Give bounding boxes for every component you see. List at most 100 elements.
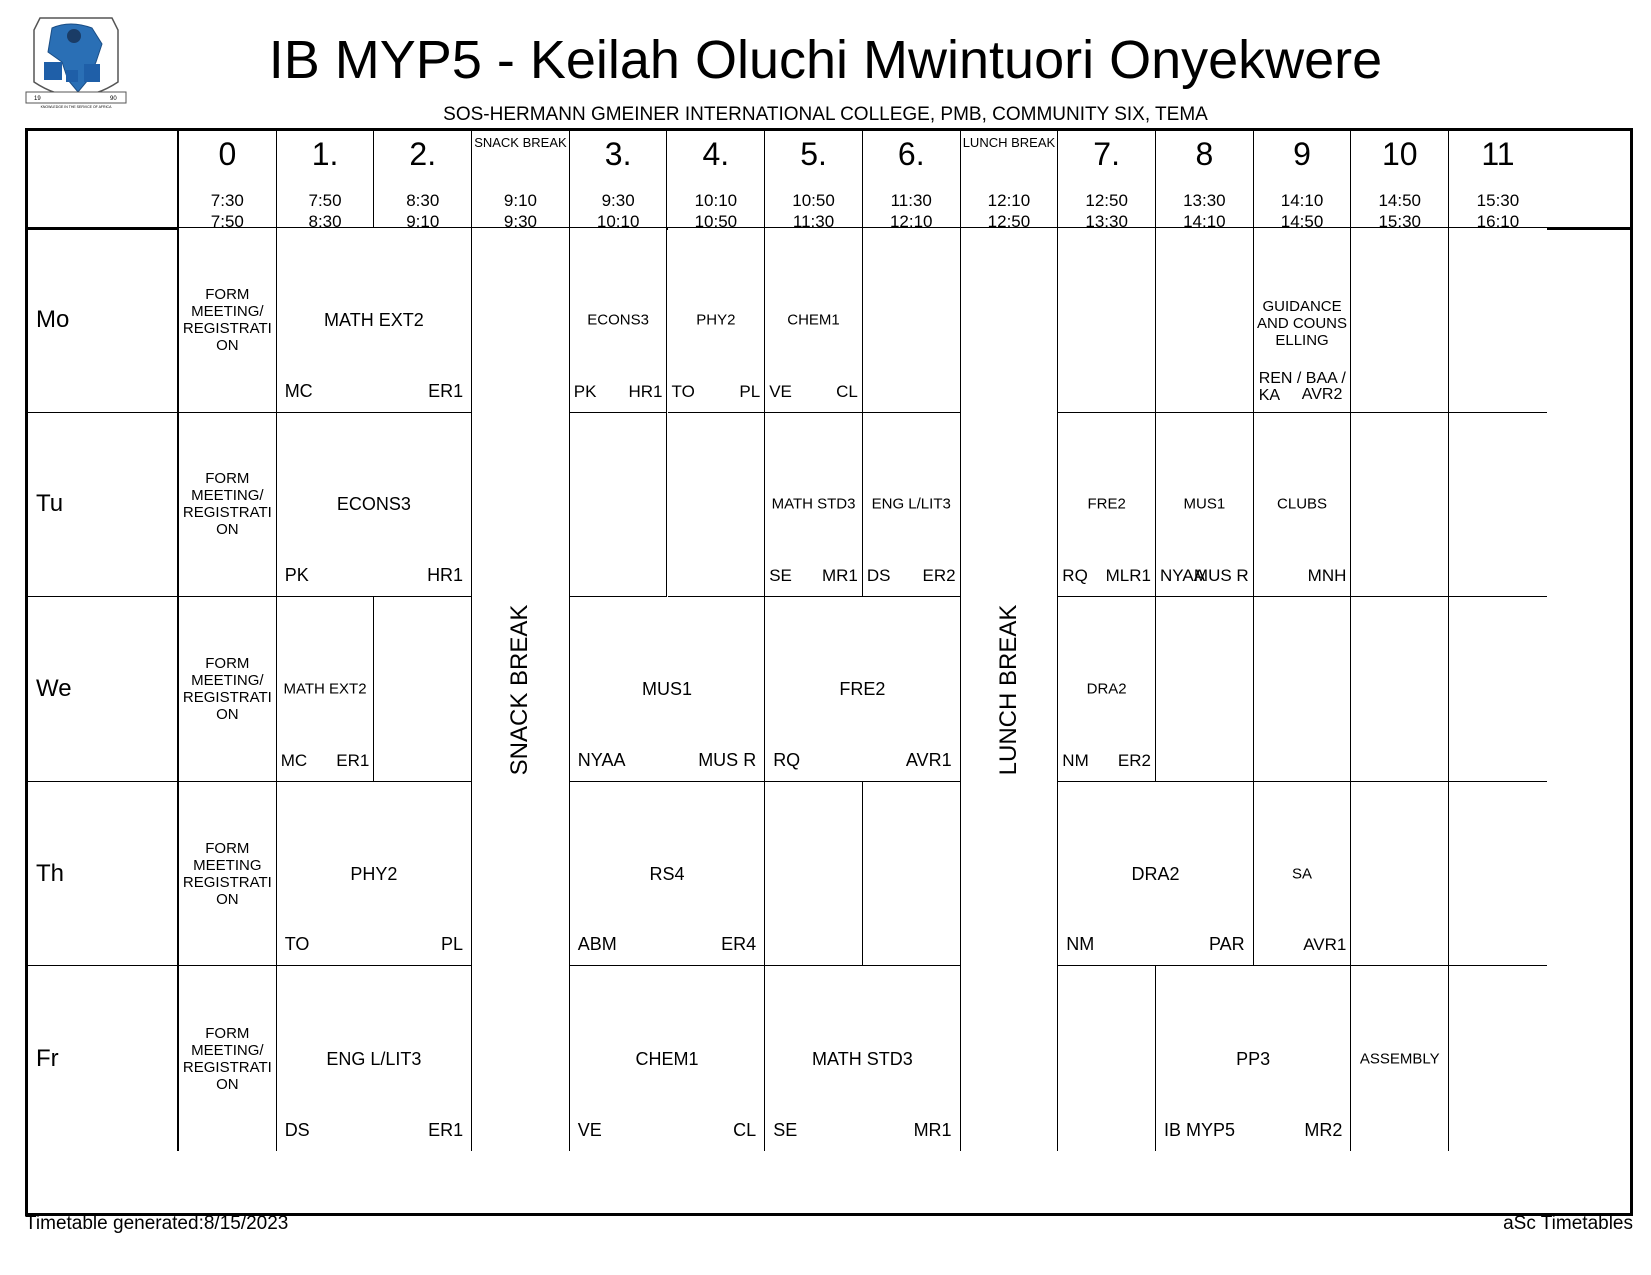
empty-slot[interactable] (1058, 228, 1156, 413)
form-meeting-line: FORM (205, 285, 250, 303)
empty-slot[interactable] (1449, 966, 1547, 1151)
period-end: 15:30 (1378, 212, 1421, 231)
lesson-room: MUS R (698, 749, 757, 770)
lesson-room: PL (739, 381, 761, 401)
empty-slot[interactable] (1253, 597, 1352, 782)
empty-slot[interactable] (1449, 781, 1547, 967)
period-start: 7:30 (210, 191, 244, 210)
period-label: 3. (604, 136, 632, 172)
empty-slot[interactable] (1156, 597, 1254, 782)
form-meeting-line: FORM (205, 839, 250, 857)
empty-slot[interactable] (1351, 597, 1450, 782)
form-meeting-line: MEETING/ (191, 671, 264, 689)
lesson-subject: MATH EXT2 (324, 309, 424, 330)
lesson-room: AVR1 (1303, 935, 1347, 955)
empty-slot[interactable] (1351, 228, 1450, 413)
lesson-subject: ASSEMBLY (1359, 1050, 1440, 1068)
period-start: 14:10 (1280, 191, 1324, 210)
lesson-subject: CLUBS (1277, 495, 1328, 513)
period-end: 14:50 (1280, 212, 1324, 231)
day-name: Th (36, 859, 65, 887)
lesson-room: HR1 (628, 381, 663, 401)
lesson-teacher: DS (284, 1119, 310, 1140)
form-meeting-line: REGISTRATI (182, 319, 272, 337)
lesson-subject: ENG L/LIT3 (871, 495, 951, 513)
empty-slot[interactable] (569, 412, 668, 598)
lesson-subject: MATH STD3 (771, 495, 856, 513)
period-label: 2. (409, 136, 437, 172)
lesson-teacher-line: KA (1258, 386, 1281, 404)
lesson-room: MUS R (1193, 566, 1249, 586)
lesson-subject: MATH EXT2 (283, 680, 367, 698)
empty-slot[interactable] (862, 781, 961, 967)
day-name: Mo (36, 305, 70, 333)
form-meeting-line: MEETING/ (191, 302, 264, 320)
empty-slot[interactable] (667, 412, 766, 598)
empty-slot[interactable] (1156, 228, 1254, 413)
empty-slot[interactable] (1449, 412, 1547, 598)
lesson-teacher: NYAA (577, 749, 626, 770)
empty-slot[interactable] (1058, 966, 1156, 1151)
snack-break-column: SNACK BREAK (472, 228, 570, 1151)
lesson-subject: CHEM1 (787, 311, 840, 329)
period-label: 10 (1381, 136, 1418, 172)
period-label: LUNCH BREAK (962, 135, 1056, 150)
lesson-subject: MATH STD3 (812, 1048, 913, 1069)
empty-slot[interactable] (765, 781, 863, 967)
lesson-room: MR1 (913, 1119, 952, 1140)
empty-slot[interactable] (1351, 412, 1450, 598)
lesson-teacher: VE (769, 381, 792, 401)
empty-slot[interactable] (1449, 597, 1547, 782)
empty-slot[interactable] (862, 228, 961, 413)
lesson-teacher: PK (573, 381, 597, 401)
lesson-room: AVR2 (1301, 385, 1343, 403)
empty-slot[interactable] (374, 597, 473, 782)
empty-slot[interactable] (1449, 228, 1547, 413)
empty-slot[interactable] (1351, 781, 1450, 967)
lesson-teacher: VE (577, 1119, 602, 1140)
lesson-cell[interactable]: ASSEMBLY (1351, 966, 1450, 1151)
logo-text-year-left: 19 (34, 96, 41, 102)
period-label: 0 (218, 136, 237, 172)
lesson-room: PAR (1209, 934, 1245, 955)
lesson-subject-line: GUIDANCE (1262, 298, 1342, 315)
